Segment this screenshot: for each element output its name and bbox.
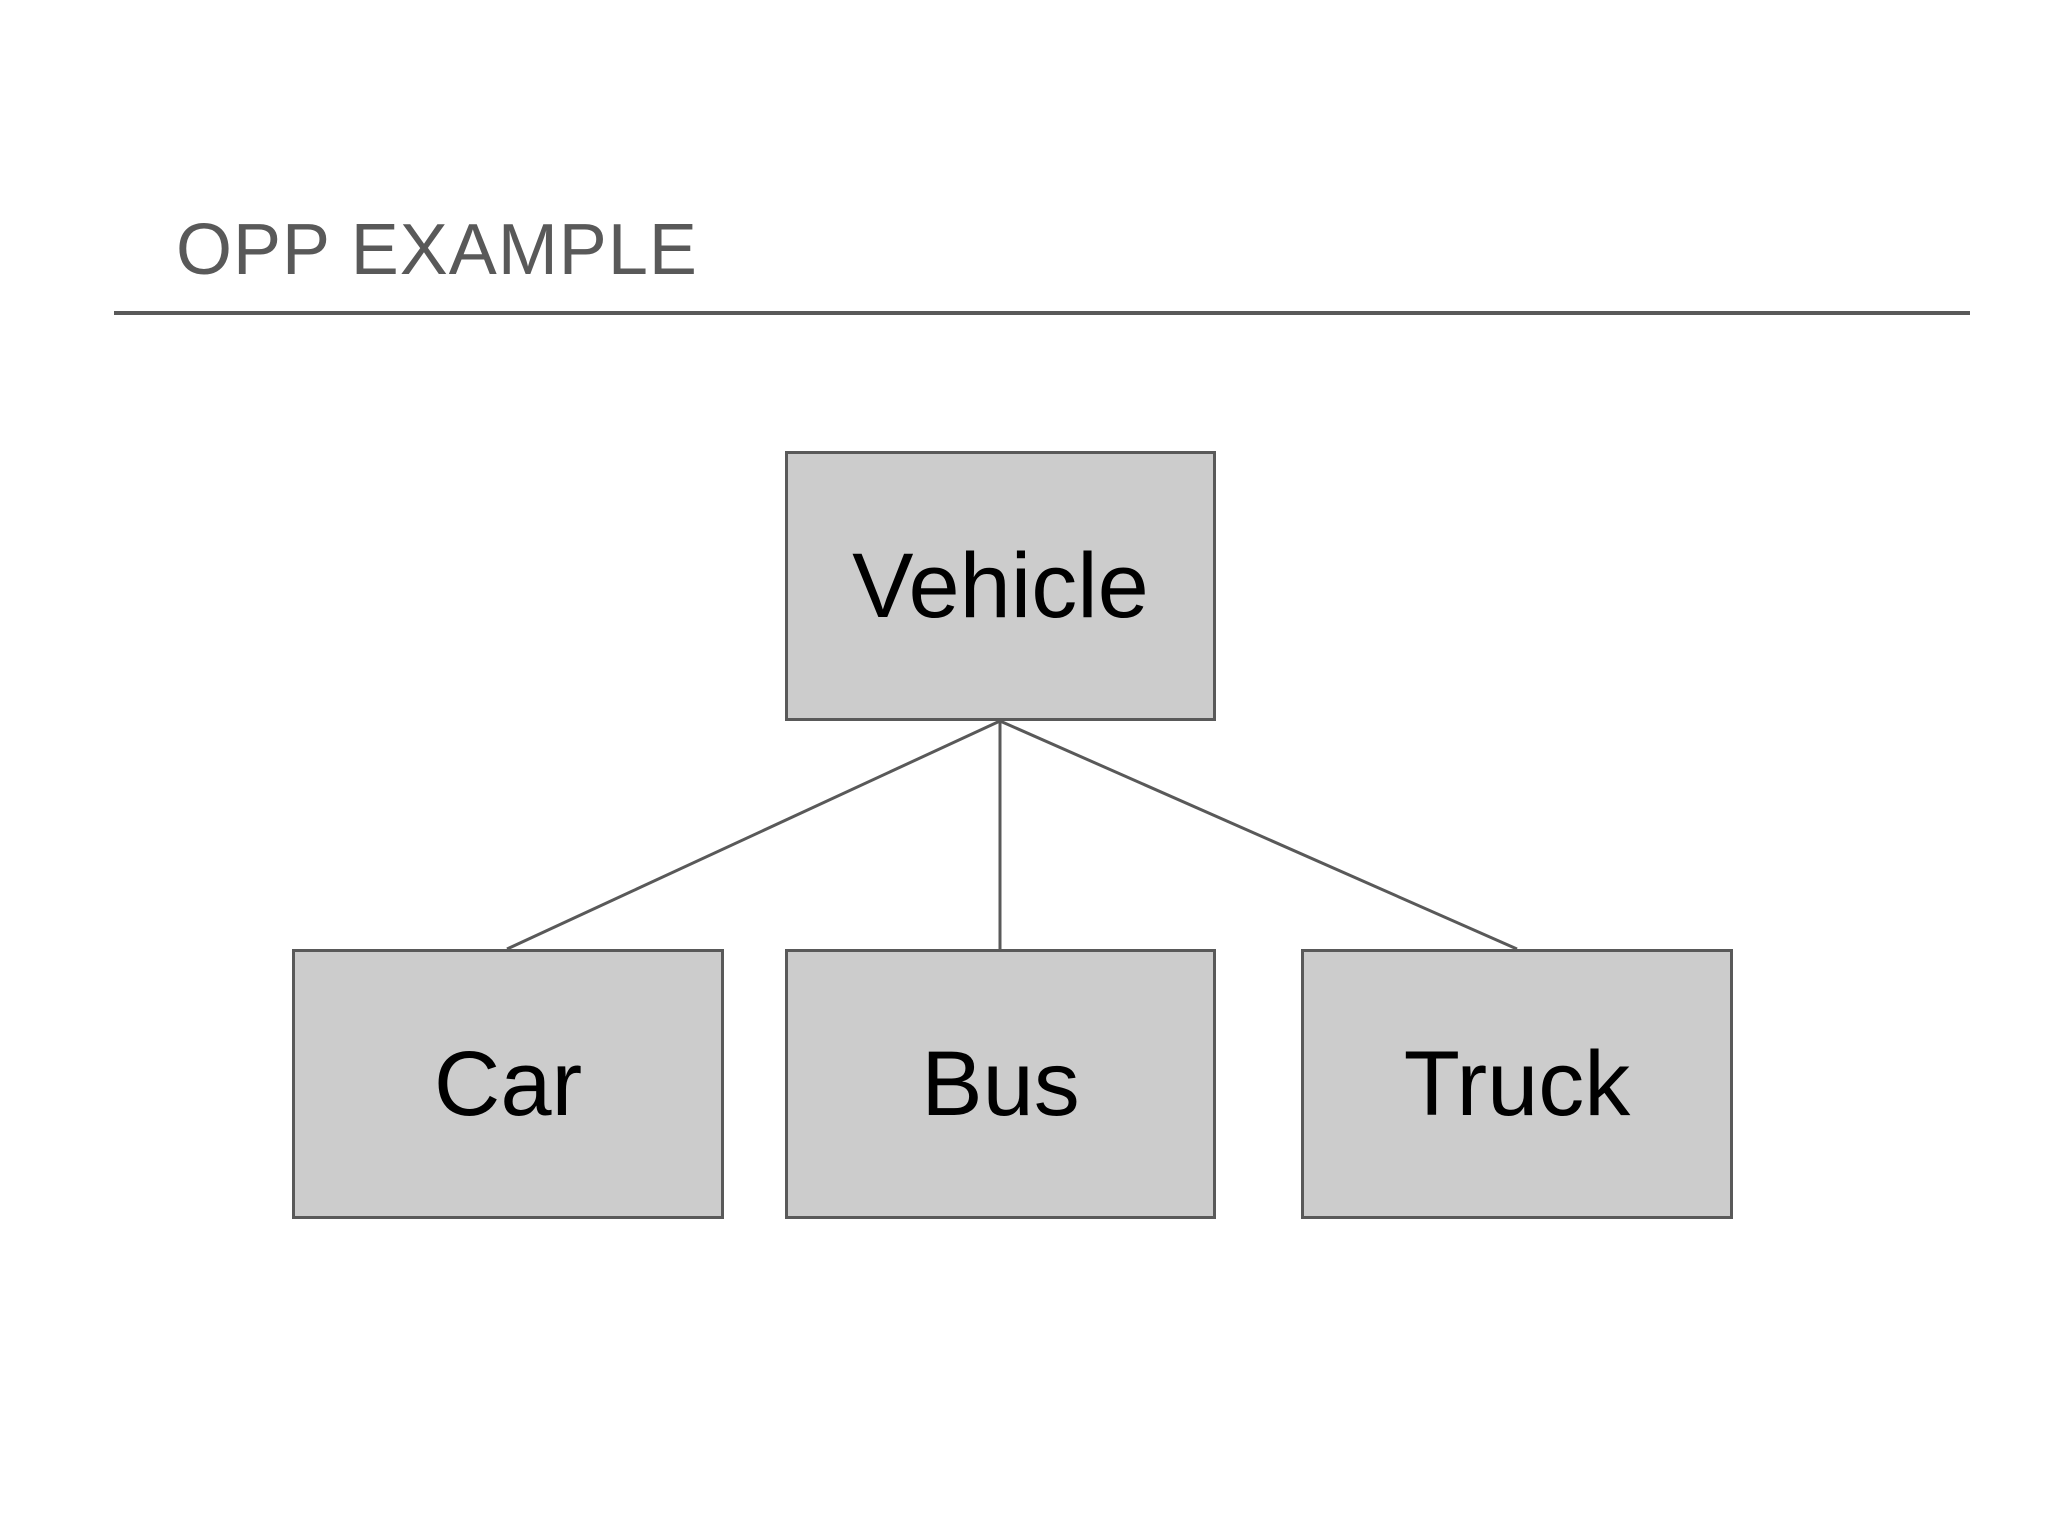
connector-vehicle-truck xyxy=(999,719,1518,951)
node-vehicle: Vehicle xyxy=(785,451,1216,721)
node-car: Car xyxy=(292,949,724,1219)
node-vehicle-label: Vehicle xyxy=(852,534,1149,637)
node-bus: Bus xyxy=(785,949,1216,1219)
node-car-label: Car xyxy=(433,1032,583,1135)
node-truck: Truck xyxy=(1301,949,1733,1219)
title-divider xyxy=(114,311,1970,315)
node-truck-label: Truck xyxy=(1403,1032,1631,1135)
connector-vehicle-car xyxy=(506,719,1001,951)
slide-title: OPP EXAMPLE xyxy=(176,210,698,290)
node-bus-label: Bus xyxy=(921,1032,1080,1135)
